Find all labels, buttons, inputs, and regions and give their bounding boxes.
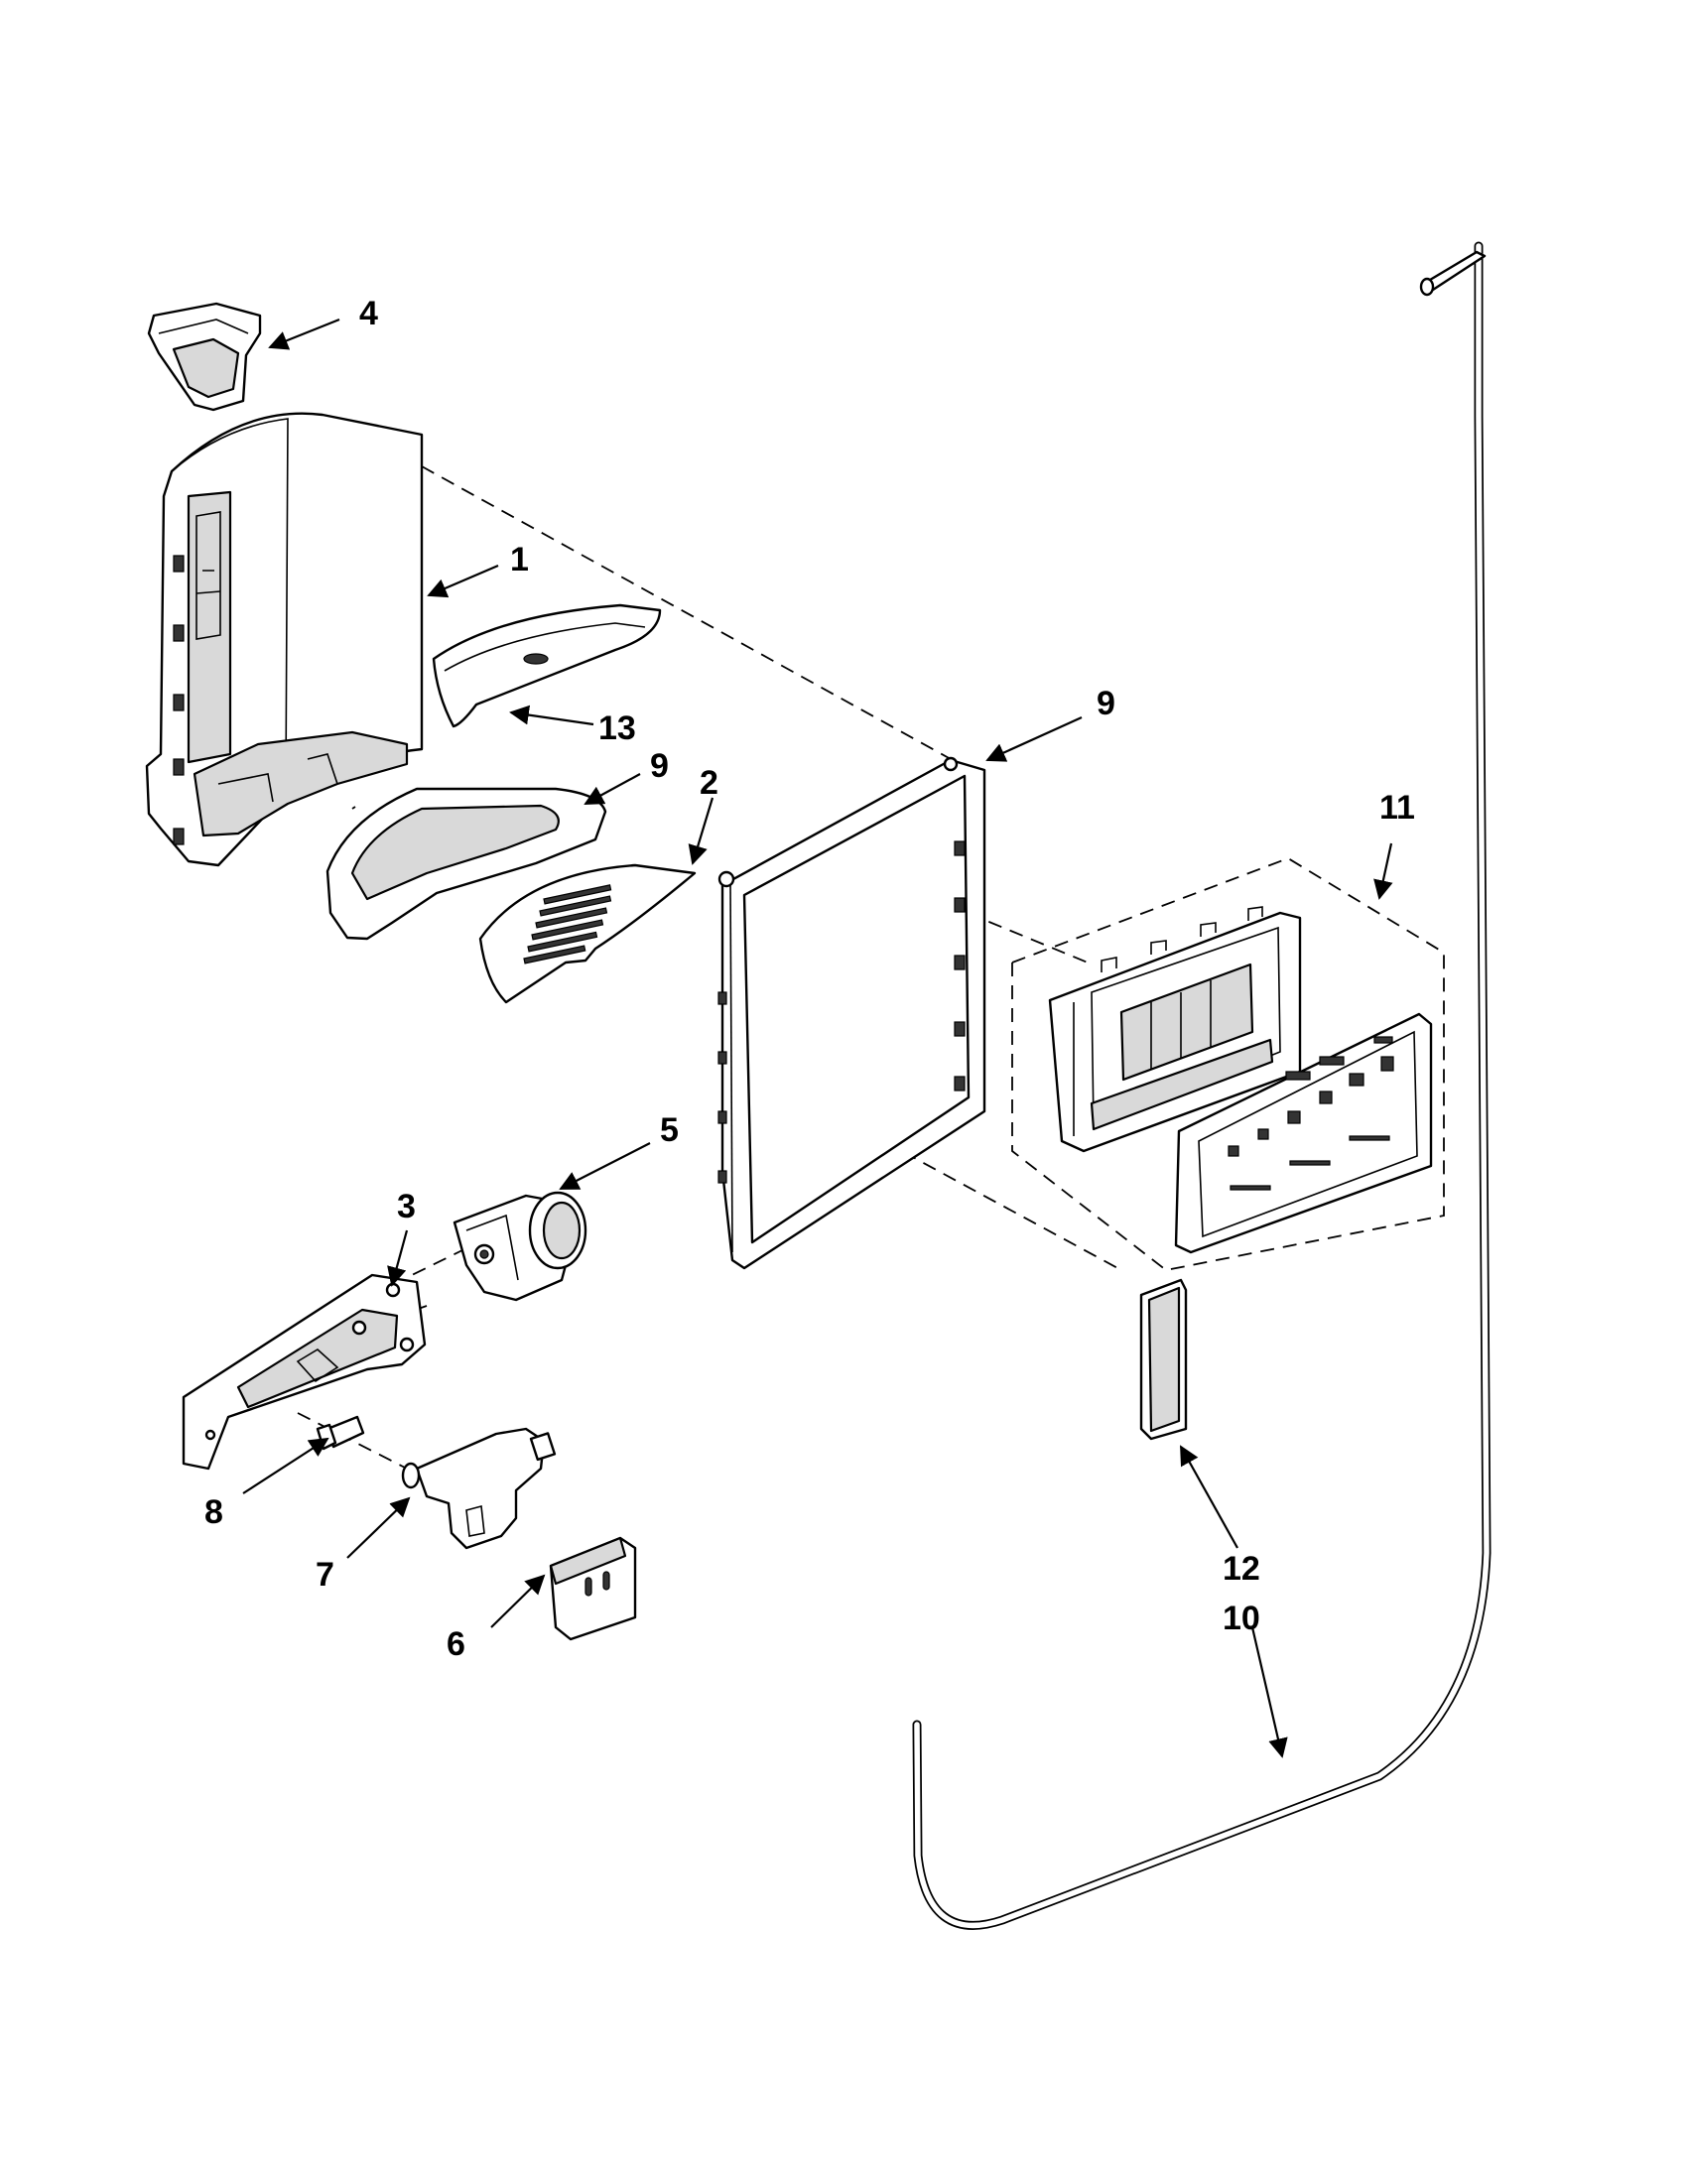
part-1-dispenser-housing xyxy=(145,412,424,867)
part-9-trim-bezel xyxy=(325,787,607,941)
callout-10: 10 xyxy=(1223,1600,1260,1637)
callout-8: 8 xyxy=(204,1493,223,1531)
callout-7: 7 xyxy=(316,1556,334,1594)
callout-13: 13 xyxy=(598,709,636,747)
part-2-vent-cover xyxy=(478,863,697,1004)
part-4-ice-cup xyxy=(147,302,262,412)
callout-9-left: 9 xyxy=(650,747,669,785)
callout-5: 5 xyxy=(660,1111,679,1149)
callout-leaders xyxy=(242,318,1393,1758)
callout-9-frame: 9 xyxy=(1097,685,1115,722)
part-9-dispenser-frame xyxy=(717,756,986,1270)
callout-labels: 4 1 13 9 2 9 11 5 3 8 7 6 12 10 xyxy=(204,295,1415,1663)
callout-3: 3 xyxy=(397,1188,416,1225)
callout-2: 2 xyxy=(700,764,718,802)
part-10-water-tube xyxy=(912,241,1492,1930)
part-5-motor xyxy=(453,1191,587,1302)
part-3-dispenser-bracket xyxy=(182,1273,427,1471)
part-6-dispenser-pad xyxy=(549,1536,637,1641)
callout-12: 12 xyxy=(1223,1550,1260,1588)
callout-1: 1 xyxy=(510,541,529,578)
part-12-light-cover xyxy=(1139,1278,1188,1441)
part-11-control-assembly xyxy=(1011,857,1445,1271)
callout-6: 6 xyxy=(447,1625,465,1663)
part-13-tray xyxy=(432,603,662,728)
part-7-solenoid xyxy=(401,1427,557,1550)
callout-11: 11 xyxy=(1379,789,1415,827)
part-8-screw xyxy=(316,1415,365,1451)
callout-4: 4 xyxy=(359,295,378,332)
